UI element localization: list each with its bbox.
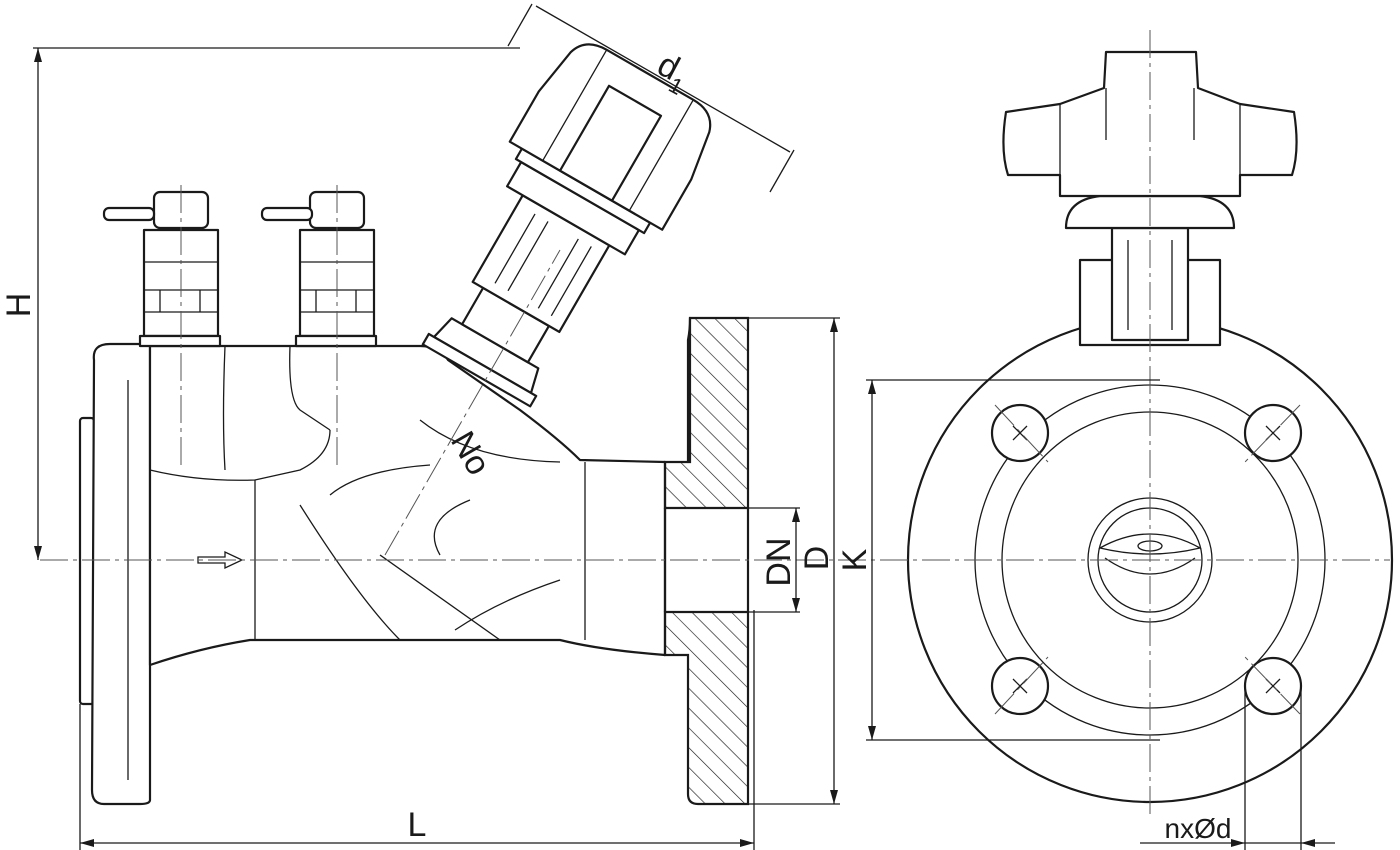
dimension-d1: [507, 3, 795, 193]
dimension-D: [748, 317, 840, 805]
left-flange: [78, 342, 152, 806]
side-view: No: [78, 43, 750, 806]
valve-body: [148, 344, 667, 667]
test-point-left: [102, 190, 222, 348]
right-flange-section: [663, 316, 750, 806]
flow-arrow-icon: [197, 550, 244, 570]
bonnet-and-handwheel: [421, 43, 712, 408]
label-L: L: [408, 806, 427, 844]
test-point-right: [260, 190, 378, 348]
dimension-K: [866, 379, 1160, 741]
label-K: K: [836, 548, 874, 571]
label-H: H: [0, 293, 38, 318]
dimension-nxd: [1140, 686, 1335, 850]
dimension-L: [79, 610, 755, 850]
dimension-H: [33, 47, 520, 560]
label-D: D: [798, 546, 836, 571]
label-DN: DN: [760, 537, 798, 586]
center-lines: [40, 30, 1390, 815]
label-nxd: nxØd: [1165, 813, 1232, 844]
dimension-DN: [748, 507, 800, 613]
